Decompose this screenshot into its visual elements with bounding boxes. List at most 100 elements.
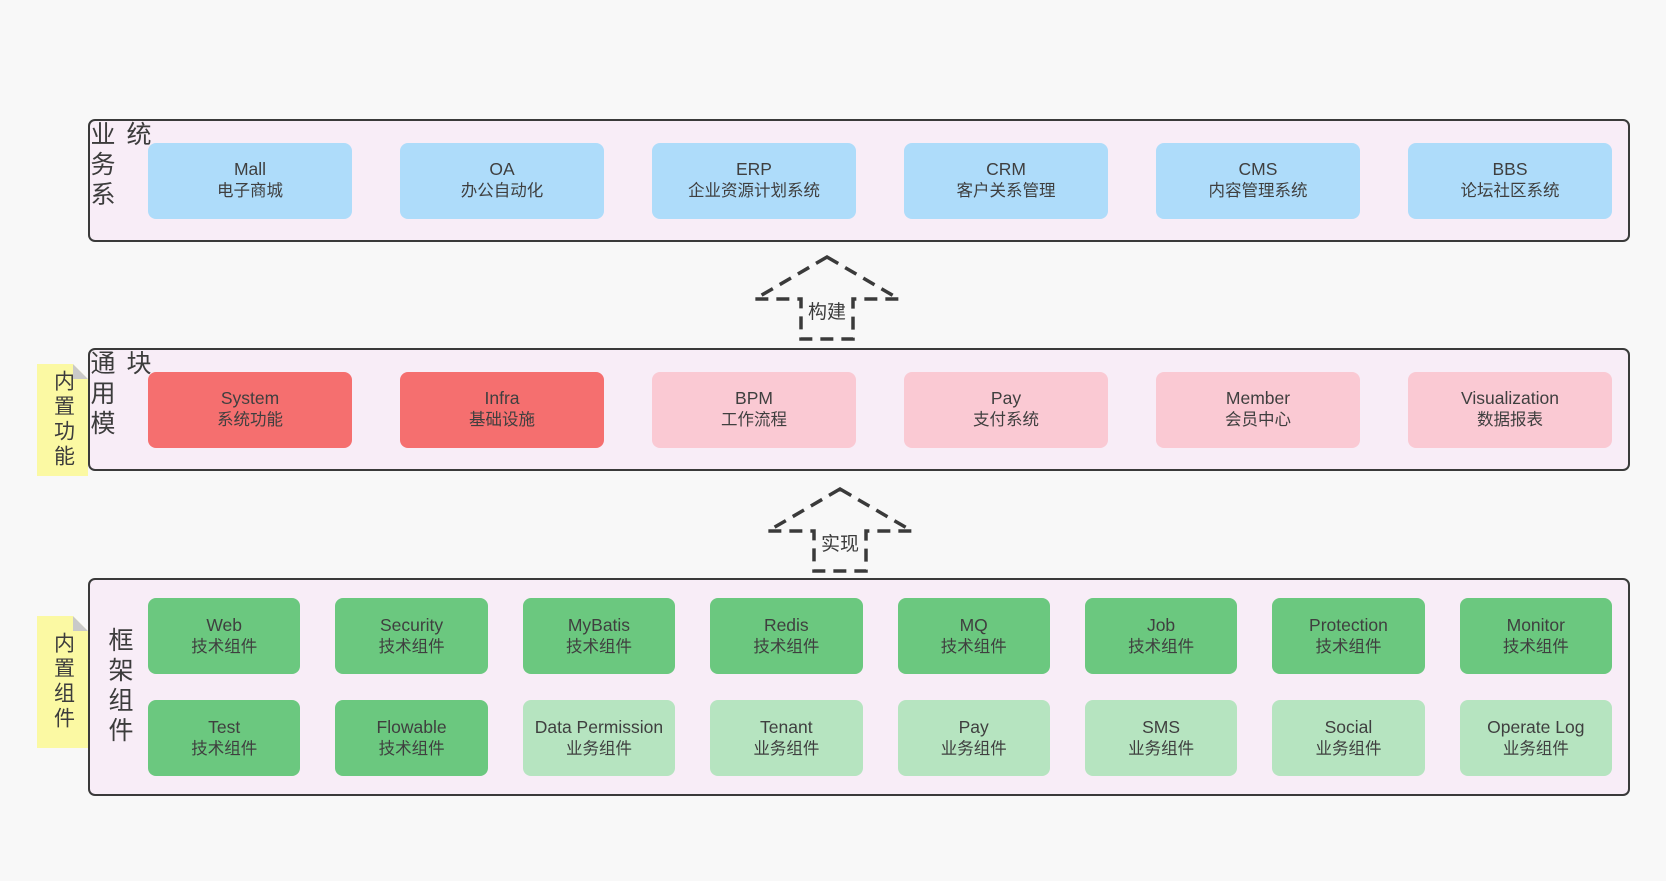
component-box-pay: Pay 业务组件 [897,700,1050,776]
component-desc: 业务组件 [1315,739,1382,758]
component-box-monitor: Monitor 技术组件 [1459,598,1612,674]
module-name: ERP [736,159,772,180]
sticky-note-builtin-features: 内置功能 [37,364,88,476]
module-name: BPM [735,388,773,409]
module-name: Visualization [1461,388,1559,409]
component-box-mybatis: MyBatis 技术组件 [522,598,676,674]
module-box-crm: CRM 客户关系管理 [904,142,1108,219]
common-modules-boxes: System 系统功能 Infra 基础设施 BPM 工作流程 Pay 支付系统… [148,371,1612,448]
component-desc: 技术组件 [753,637,820,656]
module-desc: 企业资源计划系统 [688,182,820,201]
module-box-mall: Mall 电子商城 [148,142,352,219]
component-box-sms: SMS 业务组件 [1084,700,1238,776]
module-desc: 内容管理系统 [1208,182,1308,201]
component-box-test: Test 技术组件 [148,700,301,776]
module-name: BBS [1492,159,1528,180]
component-name: Flowable [376,716,447,737]
band-label-common-modules: 通用模块 [87,350,151,440]
component-box-tenant: Tenant 业务组件 [710,700,863,776]
module-name: System [220,388,280,409]
band-common-modules: 通用模块 System 系统功能 Infra 基础设施 BPM 工作流程 Pay… [87,348,1630,471]
component-name: Social [1324,716,1373,737]
component-name: Test [208,716,241,737]
module-box-infra: Infra 基础设施 [400,371,604,448]
framework-components-boxes: Web 技术组件 Security 技术组件 MyBatis 技术组件 Redi… [148,598,1612,776]
component-box-redis: Redis 技术组件 [710,598,863,674]
module-name: CMS [1238,159,1278,180]
module-box-cms: CMS 内容管理系统 [1156,142,1360,219]
component-desc: 技术组件 [378,739,445,758]
component-box-social: Social 业务组件 [1272,700,1425,776]
sticky-note-text: 内置组件 [51,632,75,732]
band-business-systems: 业务系统 Mall 电子商城 OA 办公自动化 ERP 企业资源计划系统 CRM… [87,119,1630,242]
module-desc: 基础设施 [469,411,535,430]
arrow-build: 构建 [752,254,902,342]
component-name: Redis [763,614,809,635]
module-box-visualization: Visualization 数据报表 [1408,371,1612,448]
component-desc: 业务组件 [1502,739,1569,758]
component-name: Operate Log [1487,716,1585,737]
component-desc: 业务组件 [753,739,820,758]
component-name: MQ [959,614,988,635]
module-desc: 支付系统 [973,411,1039,430]
component-box-flowable: Flowable 技术组件 [335,700,488,776]
module-desc: 会员中心 [1225,411,1291,430]
sticky-fold-corner-icon [73,616,88,631]
module-box-system: System 系统功能 [148,371,352,448]
module-box-pay-system: Pay 支付系统 [904,371,1108,448]
module-desc: 电子商城 [217,182,283,201]
arrow-implement: 实现 [765,486,915,574]
component-name: SMS [1142,716,1181,737]
module-box-member: Member 会员中心 [1156,371,1360,448]
module-desc: 论坛社区系统 [1460,182,1560,201]
component-desc: 技术组件 [940,637,1007,656]
component-desc: 技术组件 [565,637,632,656]
component-box-protection: Protection 技术组件 [1272,598,1425,674]
component-desc: 技术组件 [191,739,258,758]
module-desc: 客户关系管理 [956,182,1056,201]
module-desc: 系统功能 [217,411,283,430]
band-label-framework-components: 框架组件 [105,627,133,747]
component-desc: 技术组件 [1315,637,1382,656]
component-desc: 业务组件 [565,739,632,758]
module-desc: 工作流程 [721,411,787,430]
component-box-web: Web 技术组件 [148,598,301,674]
component-name: Pay [958,716,989,737]
dashed-up-arrow-icon [765,486,915,573]
component-name: Job [1146,614,1176,635]
arrow-implement-label: 实现 [815,526,865,559]
sticky-note-builtin-components: 内置组件 [37,616,88,748]
business-systems-boxes: Mall 电子商城 OA 办公自动化 ERP 企业资源计划系统 CRM 客户关系… [148,142,1612,219]
component-name: Tenant [760,716,813,737]
component-desc: 技术组件 [1128,637,1195,656]
module-box-bpm: BPM 工作流程 [652,371,856,448]
band-label-business-systems: 业务系统 [87,121,151,211]
component-name: Data Permission [534,716,664,737]
module-name: Pay [990,388,1022,409]
component-name: Protection [1309,614,1388,635]
component-box-security: Security 技术组件 [335,598,488,674]
arrow-build-label: 构建 [802,294,852,327]
module-box-oa: OA 办公自动化 [400,142,604,219]
component-desc: 技术组件 [1502,637,1569,656]
module-box-bbs: BBS 论坛社区系统 [1408,142,1612,219]
dashed-up-arrow-icon [752,254,902,341]
sticky-note-text: 内置功能 [51,370,75,470]
component-box-operate-log: Operate Log 业务组件 [1459,700,1612,776]
module-name: Mall [233,159,267,180]
module-name: OA [489,159,515,180]
component-name: Monitor [1506,614,1565,635]
component-box-mq: MQ 技术组件 [897,598,1050,674]
component-desc: 技术组件 [378,637,445,656]
component-box-job: Job 技术组件 [1084,598,1238,674]
module-name: Member [1225,388,1291,409]
component-name: Web [206,614,243,635]
module-name: CRM [986,159,1026,180]
module-desc: 办公自动化 [460,182,544,201]
component-desc: 业务组件 [940,739,1007,758]
component-desc: 业务组件 [1128,739,1195,758]
module-desc: 数据报表 [1477,411,1543,430]
component-name: MyBatis [567,614,631,635]
component-name: Security [379,614,444,635]
